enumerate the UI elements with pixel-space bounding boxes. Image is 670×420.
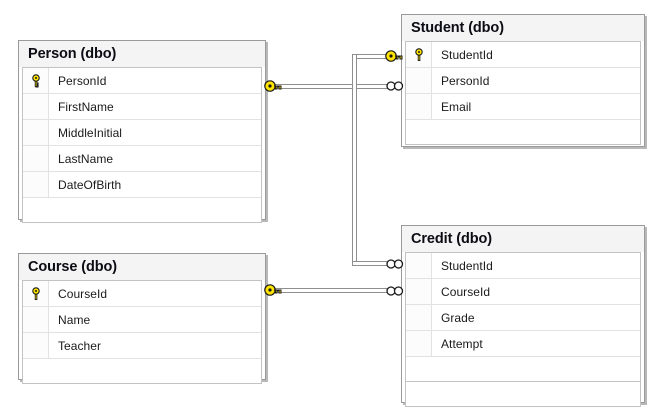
connector-course-credit[interactable] (272, 288, 396, 293)
table-row[interactable]: PersonId (23, 68, 261, 94)
column-name: Name (58, 312, 91, 327)
primary-key-cell (23, 68, 49, 93)
column-name: FirstName (58, 99, 114, 114)
column-name: PersonId (58, 73, 107, 88)
table-student-title: Student (dbo) (402, 15, 644, 41)
table-person[interactable]: Person (dbo) PersonId FirstName (18, 40, 266, 223)
table-empty-row (406, 120, 640, 145)
column-name: CourseId (441, 284, 491, 299)
column-name: DateOfBirth (58, 177, 122, 192)
column-name: PersonId (441, 73, 490, 88)
table-row[interactable]: Teacher (23, 333, 261, 359)
table-row[interactable]: DateOfBirth (23, 172, 261, 198)
column-name: Email (441, 99, 472, 114)
key-cell-empty (23, 146, 49, 171)
table-credit-title: Credit (dbo) (402, 226, 644, 252)
table-row[interactable]: PersonId (406, 68, 640, 94)
table-row[interactable]: Name (23, 307, 261, 333)
relationship-infinity-icon-course-credit (386, 286, 404, 296)
table-person-title: Person (dbo) (19, 41, 265, 67)
key-cell-empty (23, 333, 49, 358)
relationship-key-icon-person-student (264, 80, 282, 92)
table-student[interactable]: Student (dbo) StudentId PersonId Email (401, 14, 645, 147)
key-cell-empty (406, 253, 432, 278)
key-cell-empty (406, 279, 432, 304)
column-name: MiddleInitial (58, 125, 123, 140)
table-empty-row (406, 382, 640, 407)
table-credit-columns: StudentId CourseId Grade Attempt (405, 252, 641, 407)
table-row[interactable]: StudentId (406, 253, 640, 279)
table-course-columns: CourseId Name Teacher (22, 280, 262, 384)
table-row[interactable]: CourseId (23, 281, 261, 307)
table-row[interactable]: Attempt (406, 331, 640, 357)
table-person-columns: PersonId FirstName MiddleInitial LastNam… (22, 67, 262, 223)
table-row[interactable]: LastName (23, 146, 261, 172)
relationship-key-icon-student-credit (385, 50, 403, 62)
key-cell-empty (23, 307, 49, 332)
table-row[interactable]: Email (406, 94, 640, 120)
key-cell-empty (23, 94, 49, 119)
column-name: Attempt (441, 336, 483, 351)
table-course[interactable]: Course (dbo) CourseId Name Teacher (18, 253, 266, 384)
column-name: Grade (441, 310, 475, 325)
key-cell-empty (406, 94, 432, 119)
key-cell-empty (406, 331, 432, 356)
key-cell-empty (406, 68, 432, 93)
primary-key-cell (23, 281, 49, 306)
key-cell-empty (23, 172, 49, 197)
column-name: StudentId (441, 258, 493, 273)
table-credit[interactable]: Credit (dbo) StudentId CourseId Grade At… (401, 225, 645, 407)
table-row[interactable]: MiddleInitial (23, 120, 261, 146)
relationship-infinity-icon-student-credit (386, 259, 404, 269)
primary-key-icon (414, 47, 423, 61)
primary-key-icon (31, 73, 40, 88)
column-name: CourseId (58, 286, 108, 301)
column-name: Teacher (58, 338, 102, 353)
relationship-key-icon-course-credit (264, 284, 282, 296)
table-row[interactable]: StudentId (406, 42, 640, 68)
primary-key-icon (31, 286, 40, 300)
relationship-infinity-icon-person-student (386, 81, 404, 91)
table-empty-row (406, 357, 640, 382)
table-row[interactable]: CourseId (406, 279, 640, 305)
primary-key-cell (406, 42, 432, 67)
column-name: LastName (58, 151, 114, 166)
table-student-columns: StudentId PersonId Email (405, 41, 641, 145)
key-cell-empty (23, 120, 49, 145)
connector-student-credit-vertical[interactable] (352, 54, 357, 266)
table-empty-row (23, 198, 261, 223)
table-empty-row (23, 359, 261, 384)
column-name: StudentId (441, 47, 493, 62)
key-cell-empty (406, 305, 432, 330)
table-course-title: Course (dbo) (19, 254, 265, 280)
table-row[interactable]: FirstName (23, 94, 261, 120)
table-row[interactable]: Grade (406, 305, 640, 331)
connector-person-student[interactable] (272, 84, 394, 89)
